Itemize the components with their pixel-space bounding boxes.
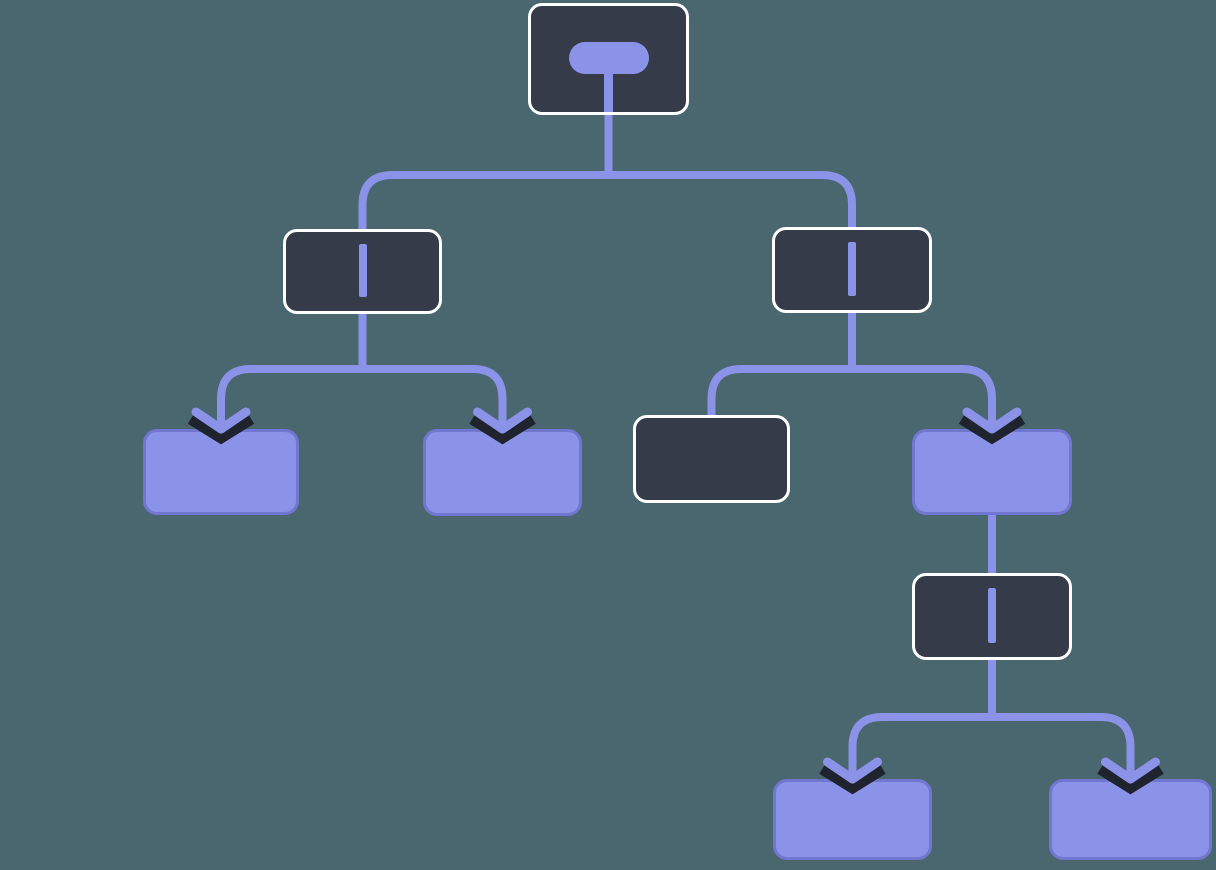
- leaf-node-5[interactable]: [1049, 779, 1212, 860]
- leaf-node-3[interactable]: [912, 429, 1072, 515]
- leaf-node-4[interactable]: [773, 779, 932, 860]
- leaf-node-1[interactable]: [143, 429, 299, 515]
- vertical-bar-icon: [988, 588, 996, 643]
- plain-dark-node[interactable]: [633, 415, 790, 503]
- vertical-bar-icon: [358, 244, 367, 297]
- root-node[interactable]: [528, 3, 689, 115]
- edge-root-bus: [358, 171, 856, 231]
- branch-node-right[interactable]: [772, 227, 932, 313]
- edge-branch-lower-bus: [848, 713, 1135, 779]
- edge-branch-left-bus: [217, 365, 507, 429]
- edge-branch-right-bus: [707, 365, 996, 429]
- root-pill-stem-icon: [604, 70, 613, 112]
- root-pill-icon: [568, 42, 649, 74]
- branch-node-left[interactable]: [283, 229, 442, 314]
- leaf-node-2[interactable]: [423, 429, 582, 516]
- branch-node-lower[interactable]: [912, 573, 1072, 660]
- vertical-bar-icon: [848, 242, 856, 296]
